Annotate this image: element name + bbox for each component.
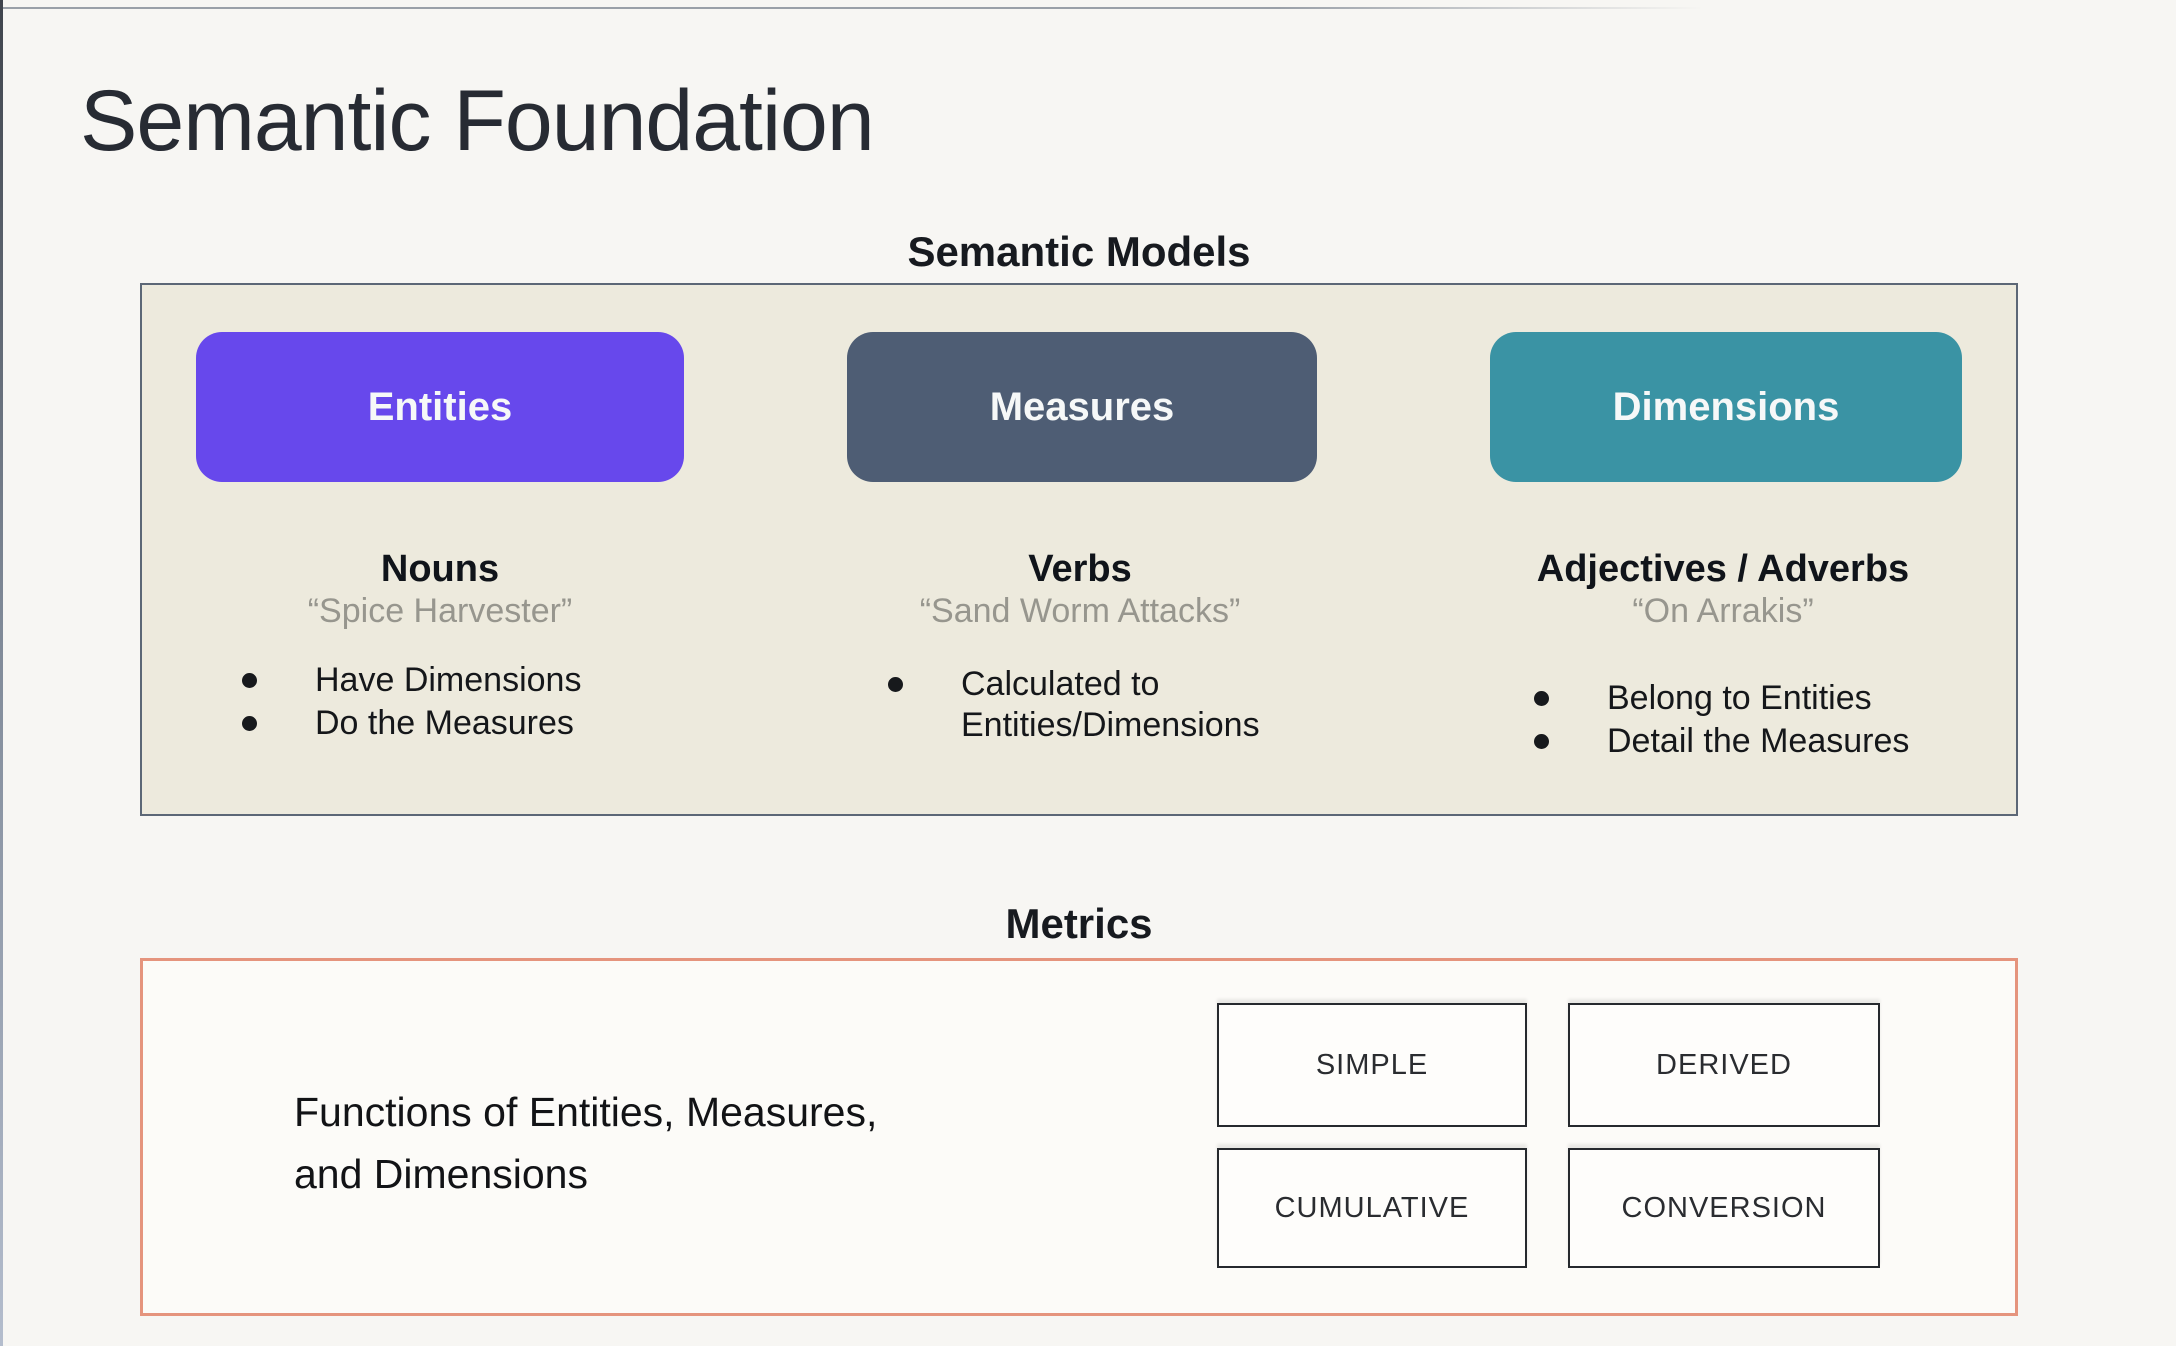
window-left-edge: [0, 0, 3, 1346]
metric-type-derived: DERIVED: [1568, 1003, 1880, 1127]
metrics-label: Metrics: [1005, 900, 1153, 947]
metrics-description-line1: Functions of Entities, Measures,: [294, 1089, 878, 1135]
list-item: Do the Measures: [242, 703, 581, 744]
list-item: Calculated to Entities/Dimensions: [888, 664, 1351, 746]
metric-type-conversion: CONVERSION: [1568, 1148, 1880, 1268]
bullet-text: Have Dimensions: [315, 661, 582, 699]
bullet-icon: [1534, 691, 1549, 706]
entities-bullet-list: Have Dimensions Do the Measures: [242, 660, 581, 744]
metric-type-cumulative: CUMULATIVE: [1217, 1148, 1527, 1268]
bullet-icon: [888, 677, 903, 692]
metric-type-simple: SIMPLE: [1217, 1003, 1527, 1127]
list-item: Have Dimensions: [242, 660, 581, 701]
bullet-icon: [1534, 733, 1549, 749]
measures-pill: Measures: [847, 332, 1317, 482]
dimensions-pill: Dimensions: [1490, 332, 1962, 482]
dimensions-heading: Adjectives / Adverbs: [1536, 548, 1910, 590]
dimensions-bullet-list: Belong to Entities Detail the Measures: [1534, 678, 1909, 762]
metrics-description-line2: and Dimensions: [294, 1150, 588, 1197]
bullet-text: Detail the Measures: [1607, 721, 1910, 760]
bullet-icon: [242, 715, 257, 731]
bullet-text: Belong to Entities: [1607, 679, 1872, 717]
page-title: Semantic Foundation: [80, 73, 875, 169]
semantic-models-label: Semantic Models: [907, 228, 1251, 275]
entities-heading: Nouns: [380, 548, 500, 590]
metrics-description: Functions of Entities, Measures, and Dim…: [294, 1082, 877, 1205]
entities-pill: Entities: [196, 332, 684, 482]
dimensions-quote: “On Arrakis”: [1632, 592, 1814, 630]
bullet-text: Calculated to Entities/Dimensions: [961, 665, 1260, 744]
window-top-edge: [3, 7, 1703, 9]
bullet-text: Do the Measures: [315, 703, 574, 742]
bullet-icon: [242, 673, 257, 688]
measures-heading: Verbs: [1028, 548, 1132, 590]
list-item: Belong to Entities: [1534, 678, 1909, 719]
list-item: Detail the Measures: [1534, 721, 1909, 762]
entities-quote: “Spice Harvester”: [307, 592, 573, 630]
measures-quote: “Sand Worm Attacks”: [919, 592, 1241, 630]
measures-bullet-list: Calculated to Entities/Dimensions: [888, 664, 1351, 746]
